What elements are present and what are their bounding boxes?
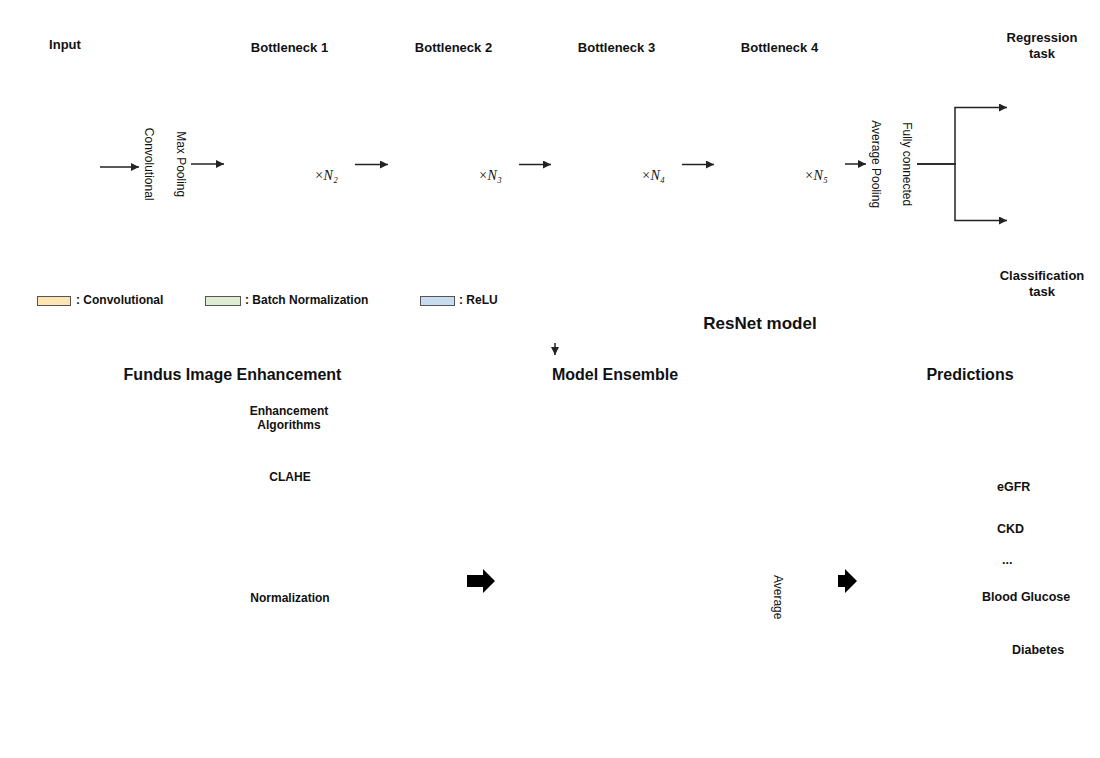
- illustration: [224, 66, 355, 263]
- legend-text: : ReLU: [459, 293, 498, 307]
- bottleneck-block: Bottleneck 2×N₃: [388, 66, 519, 263]
- connector-arrow: [519, 164, 551, 166]
- legend-swatch: [37, 296, 71, 306]
- output-box: Regression task: [1007, 71, 1077, 144]
- connector-arrow: [682, 164, 714, 166]
- average-bar: Average: [767, 485, 789, 709]
- block-arrow: [467, 569, 495, 593]
- legend-swatch: [205, 296, 241, 306]
- legend-text: : Convolutional: [76, 293, 163, 307]
- node-label: Model Ensemble: [515, 365, 715, 384]
- algorithm-square: Normalization: [268, 614, 312, 673]
- shape-fill: [551, 66, 682, 263]
- repeat-count: ×N₅: [788, 168, 844, 185]
- node-label: Average: [771, 485, 785, 709]
- illustration: [503, 355, 828, 758]
- shape-fill: [1007, 71, 1077, 144]
- block-arrow: [838, 569, 857, 593]
- connector-arrow: [554, 343, 556, 355]
- input-box: Input: [40, 72, 100, 262]
- node-label: Predictions: [865, 365, 1075, 384]
- resnet-panel: ResNet modelInputConvolutionalMax Poolin…: [8, 8, 1093, 343]
- bottleneck-block: Bottleneck 4×N₅: [714, 66, 845, 263]
- bar-label: Diabetes: [1012, 643, 1064, 658]
- shape-fill: [1007, 184, 1077, 257]
- shape-fill: [40, 72, 100, 262]
- bottleneck-block: Bottleneck 3×N₄: [551, 66, 682, 263]
- illustration: [551, 66, 682, 263]
- illustration: [8, 355, 457, 758]
- connector-arrow: [100, 166, 139, 168]
- algorithm-box: Enhancement AlgorithmsCLAHENormalization: [247, 440, 331, 715]
- repeat-count: ×N₂: [298, 168, 354, 185]
- repeat-count: ×N₄: [625, 168, 681, 185]
- node-label: Average Pooling: [868, 66, 882, 262]
- connector-arrow: [845, 163, 866, 165]
- repeat-count: ×N₃: [462, 168, 518, 185]
- shape-fill: [268, 496, 312, 554]
- shape-fill: [388, 66, 519, 263]
- shape-fill: [268, 614, 312, 673]
- shape-fill: [224, 66, 355, 263]
- node-label: Enhancement Algorithms: [235, 404, 343, 433]
- node-label: Regression task: [994, 30, 1090, 61]
- bar-label: CKD: [997, 522, 1024, 537]
- node-label: Bottleneck 4: [714, 40, 845, 56]
- node-label: Bottleneck 1: [224, 40, 355, 56]
- connector-arrow: [355, 164, 388, 166]
- shape-fill: [503, 355, 828, 758]
- connector-arrow: [917, 108, 1007, 165]
- bar-label: Blood Glucose: [982, 590, 1070, 605]
- node-label: CLAHE: [250, 470, 330, 484]
- illustration: [865, 355, 1093, 758]
- node-label: Max Pooling: [174, 66, 188, 262]
- node-label: Fundus Image Enhancement: [8, 365, 457, 384]
- output-box: Classification task: [1007, 184, 1077, 257]
- node-label: Input: [30, 37, 100, 53]
- bar-label: ...: [1002, 553, 1012, 568]
- legend-text: : Batch Normalization: [245, 293, 368, 307]
- connector-arrow: [917, 164, 1007, 221]
- connector-arrow: [191, 163, 224, 165]
- shape-fill: [714, 66, 845, 263]
- node-label: Normalization: [245, 591, 335, 605]
- legend-swatch: [420, 296, 455, 306]
- illustration: [388, 66, 519, 263]
- shape-fill: [8, 355, 457, 758]
- node-label: Fully connected: [900, 66, 914, 262]
- predictions-panel: Predictions: [865, 355, 1093, 758]
- pooling-layer: Average Pooling: [866, 66, 885, 262]
- bar-label: eGFR: [997, 480, 1030, 495]
- shape-fill: [865, 355, 1093, 758]
- illustration: [714, 66, 845, 263]
- shape-fill: [8, 8, 1093, 343]
- node-label: ResNet model: [670, 314, 850, 334]
- algorithm-square: CLAHE: [268, 496, 312, 554]
- node-label: Bottleneck 3: [551, 40, 682, 56]
- enhancement-panel: Fundus Image EnhancementEnhancement Algo…: [8, 355, 457, 758]
- node-label: Classification task: [994, 268, 1090, 299]
- node-label: Bottleneck 2: [388, 40, 519, 56]
- ensemble-panel: Model EnsembleAverage: [503, 355, 828, 758]
- conv-layer: Convolutional: [139, 66, 158, 262]
- bottleneck-block: Bottleneck 1×N₂: [224, 66, 355, 263]
- pooling-layer: Max Pooling: [171, 66, 191, 262]
- fc-layer: Fully connected: [897, 66, 917, 262]
- node-label: Convolutional: [141, 66, 155, 262]
